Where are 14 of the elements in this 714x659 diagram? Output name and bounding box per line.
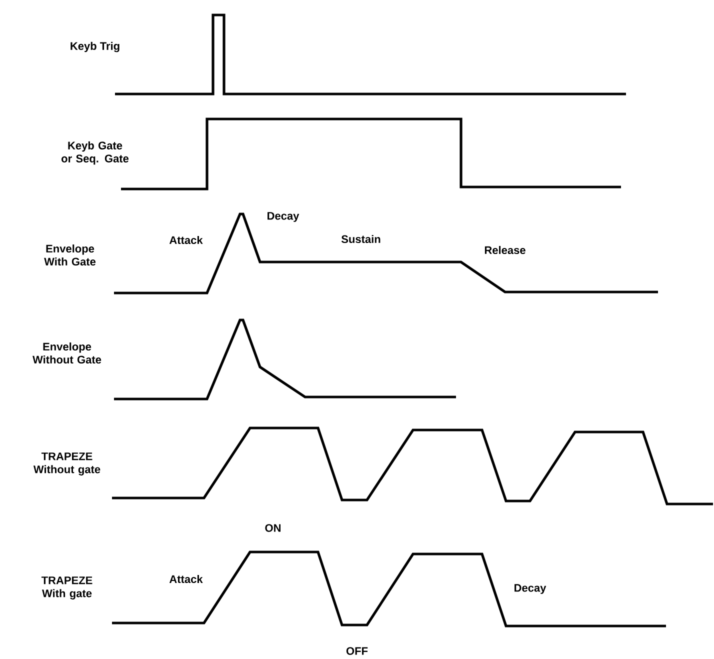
signal-label: Decay <box>268 212 300 222</box>
signal-label: Attack <box>169 236 203 244</box>
signal-label: Sustain <box>341 234 380 244</box>
signal-label: Decay <box>514 584 546 594</box>
signal-label: Envelope Without Gate <box>32 342 102 364</box>
signal-label: Keyb Gate or Seq. Gate <box>62 141 129 165</box>
signal-label: TRAPEZE Without gate <box>33 452 100 476</box>
signal-label: OFF <box>346 647 368 655</box>
signal-label: Envelope With Gate <box>44 244 96 266</box>
signal-label: Release <box>484 246 526 254</box>
signal-label: TRAPEZE With gate <box>41 576 92 600</box>
signal-label: Keyb Trig <box>70 42 120 52</box>
signal-label: Attack <box>169 574 203 584</box>
signal-label: ON <box>265 524 280 532</box>
